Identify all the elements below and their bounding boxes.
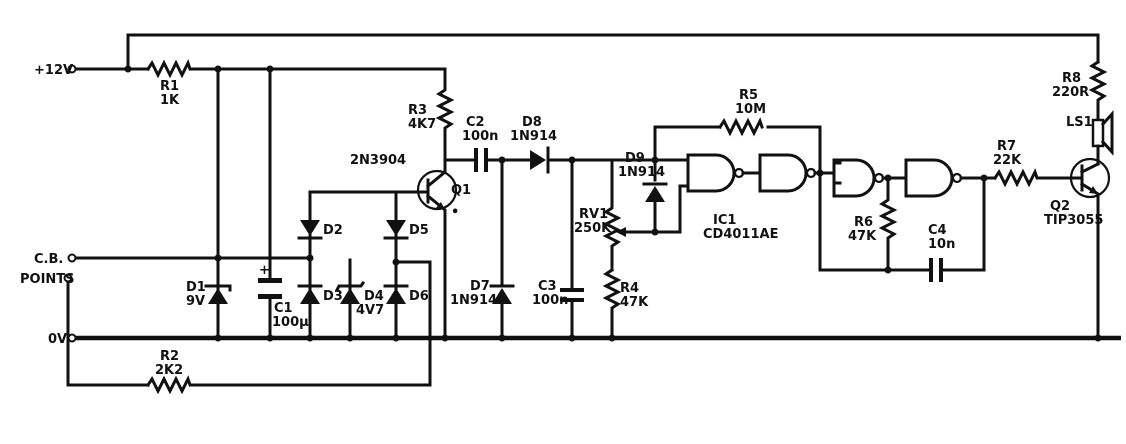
svg-text:TIP3055: TIP3055 <box>1044 213 1103 228</box>
svg-text:4V7: 4V7 <box>356 303 384 318</box>
diode-d7: D7 1N914 <box>450 158 515 340</box>
capacitor-c4: C4 10n <box>886 176 986 282</box>
svg-text:C4: C4 <box>928 223 947 238</box>
svg-text:CD4011AE: CD4011AE <box>703 227 778 242</box>
diode-d3: D3 <box>297 284 343 304</box>
capacitor-c1: + C1 100µ <box>258 263 309 330</box>
svg-text:D6: D6 <box>409 289 429 304</box>
svg-text:D4: D4 <box>364 289 384 304</box>
resistor-r3: R3 4K7 <box>408 67 455 162</box>
svg-text:1N914: 1N914 <box>618 165 665 180</box>
svg-text:1K: 1K <box>160 93 180 108</box>
potentiometer-rv1: RV1 250K <box>574 158 642 272</box>
capacitor-c3: C3 100n <box>532 158 584 340</box>
svg-text:2K2: 2K2 <box>155 363 183 378</box>
svg-text:220R: 220R <box>1052 85 1089 100</box>
svg-text:1N914: 1N914 <box>450 293 497 308</box>
svg-text:47K: 47K <box>620 295 649 310</box>
nand-gate-2 <box>758 153 836 193</box>
resistor-r4: R4 47K <box>602 267 649 340</box>
resistor-r6: R6 47K <box>848 176 898 272</box>
svg-text:D9: D9 <box>625 151 645 166</box>
svg-text:R5: R5 <box>739 88 758 103</box>
resistor-r8: R8 220R <box>1052 59 1108 122</box>
svg-text:22K: 22K <box>993 153 1022 168</box>
svg-text:1N914: 1N914 <box>510 129 557 144</box>
svg-text:10n: 10n <box>928 237 955 252</box>
svg-text:C.B.: C.B. <box>34 252 63 267</box>
svg-text:D2: D2 <box>323 223 343 238</box>
svg-text:R2: R2 <box>160 349 179 364</box>
svg-text:100µ: 100µ <box>272 315 309 330</box>
svg-text:R8: R8 <box>1062 71 1081 86</box>
svg-text:4K7: 4K7 <box>408 117 436 132</box>
resistor-r7: R7 22K <box>992 139 1076 188</box>
svg-text:D5: D5 <box>409 223 429 238</box>
svg-text:0V: 0V <box>48 332 67 347</box>
speaker-ls1: LS1 <box>1066 110 1114 166</box>
svg-text:RV1: RV1 <box>579 207 608 222</box>
svg-text:Q1: Q1 <box>451 183 471 198</box>
svg-text:R6: R6 <box>854 215 873 230</box>
nand-gate-1 <box>653 153 762 234</box>
supply-labels: +12V 0V C.B. POINTS <box>20 63 75 347</box>
diode-d6: D6 <box>383 284 429 304</box>
zener-d1: D1 9V <box>186 280 232 309</box>
svg-text:9V: 9V <box>186 294 205 309</box>
svg-text:•: • <box>451 205 459 220</box>
svg-text:C3: C3 <box>538 279 557 294</box>
svg-text:D7: D7 <box>470 279 490 294</box>
svg-text:+12V: +12V <box>34 63 73 78</box>
svg-text:47K: 47K <box>848 229 877 244</box>
svg-text:Q2: Q2 <box>1050 199 1070 214</box>
svg-text:C2: C2 <box>466 115 485 130</box>
transistor-q2: Q2 TIP3055 <box>1044 157 1111 340</box>
nand-gate-4 <box>904 158 997 198</box>
svg-text:R4: R4 <box>620 281 639 296</box>
ic1-label: IC1 CD4011AE <box>703 213 778 242</box>
svg-text:LS1: LS1 <box>1066 115 1093 130</box>
svg-text:250K: 250K <box>574 221 612 236</box>
diode-d8: D8 1N914 <box>510 115 614 174</box>
svg-text:POINTS: POINTS <box>20 272 75 287</box>
svg-text:C1: C1 <box>274 301 293 316</box>
svg-text:R7: R7 <box>997 139 1016 154</box>
svg-text:2N3904: 2N3904 <box>350 153 406 168</box>
svg-text:D8: D8 <box>522 115 542 130</box>
transistor-q1: 2N3904 Q1 • <box>350 153 471 340</box>
svg-text:100n: 100n <box>462 129 498 144</box>
resistor-r5: R5 10M <box>653 88 822 175</box>
svg-text:IC1: IC1 <box>713 213 736 228</box>
diode-d5: D5 <box>383 220 429 240</box>
svg-text:D1: D1 <box>186 280 206 295</box>
svg-text:100n: 100n <box>532 293 568 308</box>
svg-text:R3: R3 <box>408 103 427 118</box>
diode-d9: D9 1N914 <box>610 151 682 234</box>
zener-d4: D4 4V7 <box>334 280 384 318</box>
diode-d2: D2 <box>297 220 343 240</box>
svg-text:10M: 10M <box>735 102 766 117</box>
resistor-r2: R2 2K2 <box>145 349 192 395</box>
resistor-r1: R1 1K <box>145 59 192 108</box>
capacitor-c2: C2 100n <box>443 115 532 172</box>
svg-text:+: + <box>259 263 270 278</box>
svg-text:D3: D3 <box>323 289 343 304</box>
svg-text:R1: R1 <box>160 79 179 94</box>
